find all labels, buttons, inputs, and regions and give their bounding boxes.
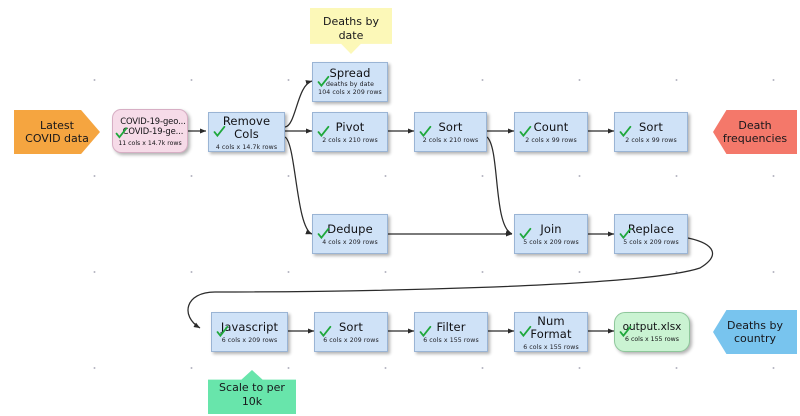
node-meta: 6 cols x 155 rows [625, 336, 679, 343]
check-icon [213, 125, 226, 139]
node-title: output.xlsx [622, 321, 682, 333]
node-title: Join [540, 222, 562, 236]
node-meta: 2 cols x 99 rows [625, 137, 677, 144]
node-dedupe[interactable]: Dedupe 4 cols x 209 rows [312, 214, 388, 254]
check-icon [619, 325, 632, 339]
node-remove-cols[interactable]: Remove Cols 4 cols x 14.7k rows [208, 112, 285, 152]
node-join[interactable]: Join 5 cols x 209 rows [514, 214, 588, 254]
edge-remove-cols-to-spread [284, 80, 313, 128]
terminal-label: Deaths by country [723, 319, 787, 346]
note-label-line1: Scale to per [219, 380, 285, 394]
check-icon [619, 227, 632, 241]
source-file-meta: 11 cols x 14.7k rows [118, 139, 182, 147]
node-meta: 2 cols x 210 rows [422, 137, 479, 144]
node-title: Num Format [530, 313, 572, 341]
check-icon [317, 227, 330, 241]
terminal-label-line2: country [733, 332, 777, 345]
node-title: Count [533, 120, 569, 134]
node-spread[interactable]: Spread deaths by date 104 cols x 209 row… [312, 62, 388, 102]
check-icon [419, 325, 432, 339]
terminal-death-frequencies[interactable]: Death frequencies [713, 110, 797, 154]
check-icon [519, 125, 532, 139]
check-icon [317, 125, 330, 139]
node-meta: 6 cols x 155 rows [423, 337, 479, 344]
source-file-line2: COVID-19-ge... [122, 126, 184, 136]
node-meta: 6 cols x 209 rows [323, 337, 379, 344]
check-icon [619, 125, 632, 139]
terminal-label-line2: COVID data [25, 132, 89, 145]
node-meta: 104 cols x 209 rows [318, 89, 382, 96]
node-title: Filter [436, 320, 466, 334]
edge-sort-1-to-join [486, 136, 513, 235]
node-meta: 5 cols x 209 rows [623, 239, 679, 246]
node-title: Dedupe [327, 222, 373, 236]
node-meta-top: deaths by date [326, 81, 374, 88]
terminal-label-line1: Deaths by [727, 318, 783, 332]
node-meta: 4 cols x 14.7k rows [215, 143, 278, 151]
node-num-format[interactable]: Num Format 6 cols x 155 rows [514, 312, 588, 352]
terminal-label-line1: Latest [39, 118, 74, 132]
node-meta: 2 cols x 210 rows [322, 137, 378, 144]
node-title: Javascript [220, 320, 279, 334]
node-meta: 6 cols x 209 rows [221, 337, 278, 344]
node-sort-2[interactable]: Sort 2 cols x 99 rows [614, 112, 688, 152]
source-file-line1: COVID-19-geo... [120, 115, 186, 126]
check-icon [317, 75, 330, 89]
node-title: Sort [339, 320, 363, 334]
note-scale-to-per-10k[interactable]: Scale to per 10k [208, 370, 296, 414]
node-output-xlsx[interactable]: output.xlsx 6 cols x 155 rows [614, 312, 690, 352]
node-covid-source-file[interactable]: COVID-19-geo... COVID-19-ge... 11 cols x… [112, 109, 188, 153]
check-icon [519, 325, 532, 339]
node-title: Spread [329, 66, 371, 80]
node-javascript[interactable]: Javascript 6 cols x 209 rows [211, 312, 288, 352]
terminal-label: Latest COVID data [21, 119, 93, 146]
note-label: Scale to per 10k [219, 381, 285, 409]
check-icon [419, 125, 432, 139]
check-icon [115, 127, 128, 140]
node-title: Pivot [335, 120, 365, 134]
node-meta: 4 cols x 209 rows [322, 239, 378, 246]
check-icon [216, 325, 229, 339]
note-label-line2: date [338, 28, 364, 42]
terminal-deaths-by-country[interactable]: Deaths by country [713, 310, 797, 354]
terminal-label-line1: Death [738, 118, 772, 132]
note-label-line1: Deaths by [323, 14, 379, 28]
node-pivot[interactable]: Pivot 2 cols x 210 rows [312, 112, 388, 152]
node-replace[interactable]: Replace 5 cols x 209 rows [614, 214, 688, 254]
node-meta: 2 cols x 99 rows [525, 137, 577, 144]
terminal-label: Death frequencies [719, 119, 791, 146]
node-title: Remove Cols [222, 113, 271, 141]
terminal-latest-covid-data[interactable]: Latest COVID data [14, 110, 100, 154]
terminal-label-line2: frequencies [722, 132, 788, 145]
note-label: Deaths by date [323, 15, 379, 43]
node-filter[interactable]: Filter 6 cols x 155 rows [414, 312, 488, 352]
node-sort-1[interactable]: Sort 2 cols x 210 rows [414, 112, 487, 152]
check-icon [319, 325, 332, 339]
node-meta: 6 cols x 155 rows [523, 343, 579, 351]
note-deaths-by-date[interactable]: Deaths by date [310, 8, 392, 54]
edge-remove-cols-to-dedupe [284, 136, 313, 235]
node-meta: 5 cols x 209 rows [523, 239, 579, 246]
node-sort-3[interactable]: Sort 6 cols x 209 rows [314, 312, 388, 352]
node-title: Sort [639, 120, 663, 134]
node-title: Sort [438, 120, 463, 134]
node-title: Replace [627, 222, 675, 236]
node-count[interactable]: Count 2 cols x 99 rows [514, 112, 588, 152]
note-label-line2: 10k [241, 394, 263, 408]
check-icon [519, 227, 532, 241]
